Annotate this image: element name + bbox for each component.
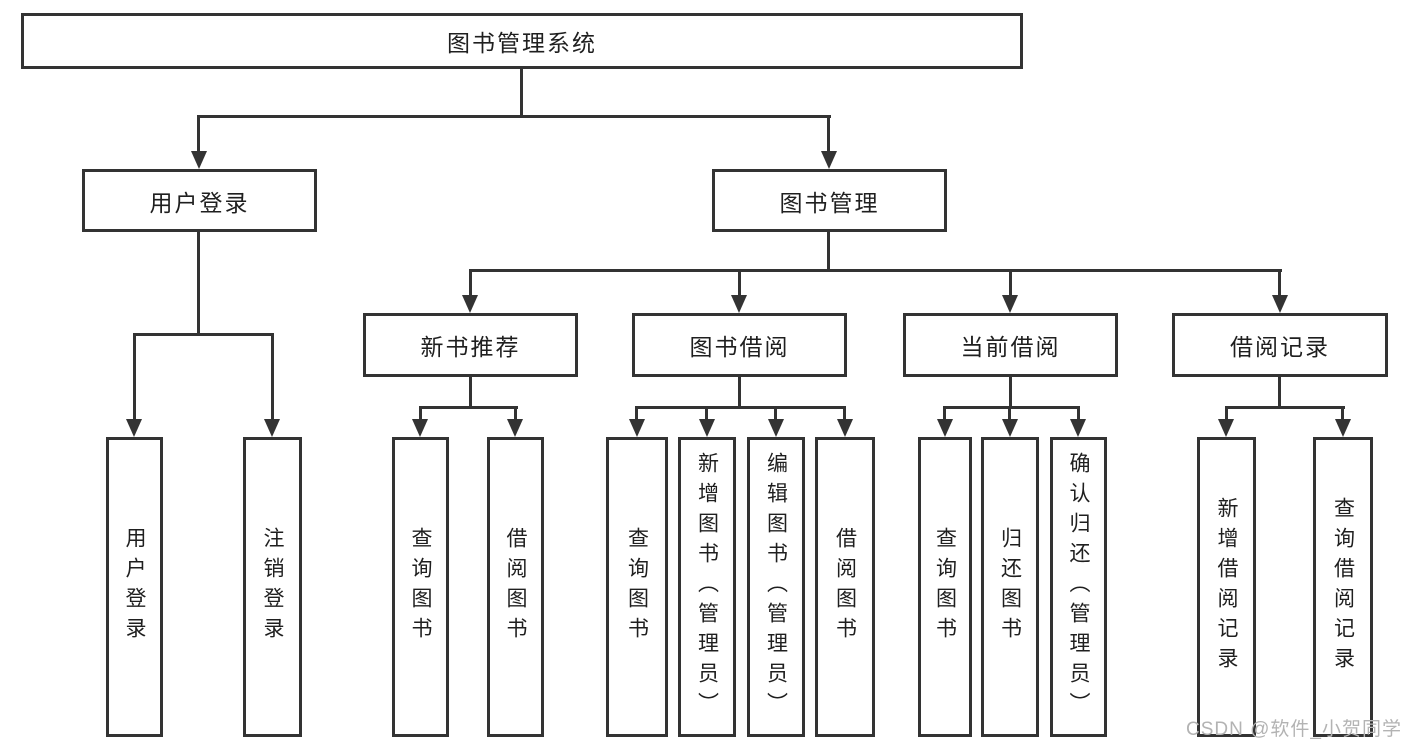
connector-line xyxy=(1009,377,1012,408)
node-book-management: 图书管理 xyxy=(712,169,947,232)
connector-line xyxy=(514,408,517,421)
connector-line xyxy=(1008,408,1011,421)
arrowhead-down-icon xyxy=(629,419,645,437)
leaf-recommend-query-books: 查询图书 xyxy=(392,437,449,737)
arrowhead-down-icon xyxy=(1335,419,1351,437)
connector-line xyxy=(419,406,518,409)
connector-line xyxy=(774,408,777,421)
arrowhead-down-icon xyxy=(126,419,142,437)
connector-line xyxy=(197,232,200,335)
leaf-borrowing-edit-books-admin: 编辑图书（管理员） xyxy=(747,437,805,737)
connector-line xyxy=(271,335,274,421)
leaf-current-query-books: 查询图书 xyxy=(918,437,972,737)
connector-line xyxy=(943,406,1080,409)
connector-line xyxy=(843,408,846,421)
arrowhead-down-icon xyxy=(412,419,428,437)
arrowhead-down-icon xyxy=(731,295,747,313)
connector-line xyxy=(738,271,741,297)
connector-line xyxy=(469,377,472,408)
connector-line xyxy=(197,115,831,118)
connector-line xyxy=(635,406,846,409)
node-root-library-system: 图书管理系统 xyxy=(21,13,1023,69)
connector-line xyxy=(827,117,830,153)
node-borrowing-records: 借阅记录 xyxy=(1172,313,1388,377)
connector-line xyxy=(1225,406,1345,409)
connector-line xyxy=(197,117,200,153)
arrowhead-down-icon xyxy=(768,419,784,437)
connector-line xyxy=(1278,377,1281,408)
connector-line xyxy=(738,377,741,408)
connector-line xyxy=(1341,408,1344,421)
arrowhead-down-icon xyxy=(821,151,837,169)
connector-line xyxy=(705,408,708,421)
node-new-book-recommend: 新书推荐 xyxy=(363,313,578,377)
leaf-borrowing-add-books-admin: 新增图书（管理员） xyxy=(678,437,736,737)
connector-line xyxy=(133,333,274,336)
connector-line xyxy=(469,269,1282,272)
arrowhead-down-icon xyxy=(507,419,523,437)
arrowhead-down-icon xyxy=(191,151,207,169)
leaf-recommend-borrow-books: 借阅图书 xyxy=(487,437,544,737)
connector-line xyxy=(469,271,472,297)
node-user-login: 用户登录 xyxy=(82,169,317,232)
connector-line xyxy=(520,69,523,117)
connector-line xyxy=(133,335,136,421)
node-current-borrowing: 当前借阅 xyxy=(903,313,1118,377)
leaf-borrowing-query-books: 查询图书 xyxy=(606,437,668,737)
arrowhead-down-icon xyxy=(462,295,478,313)
leaf-logout: 注销登录 xyxy=(243,437,302,737)
arrowhead-down-icon xyxy=(1218,419,1234,437)
arrowhead-down-icon xyxy=(264,419,280,437)
csdn-watermark: CSDN @软件_小贺同学 xyxy=(1186,719,1402,740)
connector-line xyxy=(827,232,830,271)
arrowhead-down-icon xyxy=(937,419,953,437)
node-book-borrowing: 图书借阅 xyxy=(632,313,847,377)
connector-line xyxy=(635,408,638,421)
arrowhead-down-icon xyxy=(1070,419,1086,437)
connector-line xyxy=(1077,408,1080,421)
leaf-records-query-record: 查询借阅记录 xyxy=(1313,437,1373,737)
leaf-current-return-books: 归还图书 xyxy=(981,437,1039,737)
leaf-user-login: 用户登录 xyxy=(106,437,163,737)
leaf-records-add-record: 新增借阅记录 xyxy=(1197,437,1256,737)
arrowhead-down-icon xyxy=(837,419,853,437)
leaf-borrowing-borrow-books: 借阅图书 xyxy=(815,437,875,737)
leaf-current-confirm-return-admin: 确认归还（管理员） xyxy=(1050,437,1107,737)
arrowhead-down-icon xyxy=(1002,295,1018,313)
arrowhead-down-icon xyxy=(1002,419,1018,437)
connector-line xyxy=(943,408,946,421)
connector-line xyxy=(1225,408,1228,421)
connector-line xyxy=(1278,271,1281,297)
connector-line xyxy=(1009,271,1012,297)
arrowhead-down-icon xyxy=(1272,295,1288,313)
connector-line xyxy=(419,408,422,421)
arrowhead-down-icon xyxy=(699,419,715,437)
